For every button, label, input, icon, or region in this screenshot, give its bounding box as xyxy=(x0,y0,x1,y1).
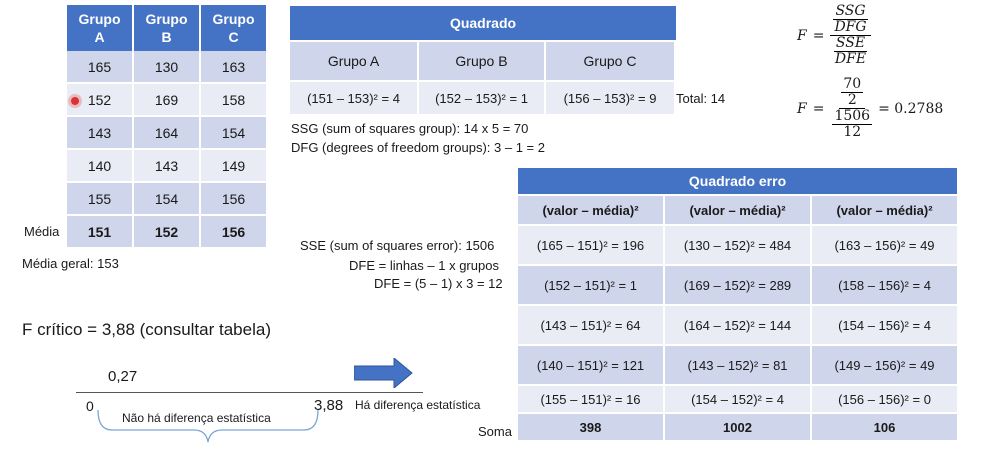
mean-cell: 151 xyxy=(67,216,134,249)
erro-header: (valor – média)² xyxy=(665,194,812,224)
arrow-right-icon xyxy=(354,358,413,388)
equals: = xyxy=(812,100,825,117)
erro-title: Quadrado erro xyxy=(518,168,959,194)
cell: 149 xyxy=(201,150,268,183)
dfe-line-2: DFE = (5 – 1) x 3 = 12 xyxy=(374,276,503,291)
groups-table: Grupo A Grupo B Grupo C 165 130 163 152 … xyxy=(67,5,268,249)
cursor-dot xyxy=(71,97,79,105)
quadrado-title: Quadrado xyxy=(290,6,676,40)
quadrado-value: (151 – 153)² = 4 xyxy=(290,80,419,114)
table-row: 152 169 158 xyxy=(67,84,268,117)
cell: 169 xyxy=(134,84,201,117)
cell: 130 xyxy=(134,51,201,84)
dfe-line-1: DFE = linhas – 1 x grupos xyxy=(349,258,499,273)
sum-row: 398 1002 106 xyxy=(518,412,959,440)
mean-row: 151 152 156 xyxy=(67,216,268,249)
table-row: (140 – 151)² = 121 (143 – 152)² = 81 (14… xyxy=(518,344,959,384)
cell: 143 xyxy=(67,117,134,150)
erro-header: (valor – média)² xyxy=(518,194,665,224)
header-grupo-c: Grupo C xyxy=(546,40,676,80)
cell: 163 xyxy=(201,51,268,84)
header-grupo-c: Grupo C xyxy=(201,5,268,51)
cell: 143 xyxy=(134,150,201,183)
sse-line: SSE (sum of squares error): 1506 xyxy=(300,238,495,253)
diff-label: Há diferença estatística xyxy=(355,398,481,412)
cell: 140 xyxy=(67,150,134,183)
f-symbol: F xyxy=(797,27,807,44)
table-row: (143 – 151)² = 64 (164 – 152)² = 144 (15… xyxy=(518,304,959,344)
cell: 165 xyxy=(67,51,134,84)
cell: 164 xyxy=(134,117,201,150)
cell: 154 xyxy=(134,183,201,216)
cell: 156 xyxy=(201,183,268,216)
mean-label: Média xyxy=(24,224,60,239)
table-row: (152 – 151)² = 1 (169 – 152)² = 289 (158… xyxy=(518,264,959,304)
equals: = xyxy=(812,27,825,44)
erro-header: (valor – média)² xyxy=(812,194,959,224)
f-critico: F crítico = 3,88 (consultar tabela) xyxy=(22,320,271,339)
quadrado-total: Total: 14 xyxy=(676,91,726,106)
f-result: = 0.2788 xyxy=(878,100,944,117)
marker-value: 0,27 xyxy=(108,368,138,385)
cell: 155 xyxy=(67,183,134,216)
header-grupo-b: Grupo B xyxy=(419,40,546,80)
quadrado-value: (156 – 153)² = 9 xyxy=(546,80,676,114)
number-line xyxy=(76,392,423,393)
header-grupo-a: Grupo A xyxy=(67,5,134,51)
ssg-line: SSG (sum of squares group): 14 x 5 = 70 xyxy=(291,121,529,136)
brace-icon xyxy=(97,409,319,443)
table-row: 143 164 154 xyxy=(67,117,268,150)
quadrado-table: Quadrado Grupo A Grupo B Grupo C (151 – … xyxy=(290,6,676,114)
quadrado-erro-table: Quadrado erro (valor – média)² (valor – … xyxy=(518,168,959,440)
dfg-line: DFG (degrees of freedom groups): 3 – 1 =… xyxy=(291,140,545,155)
mean-cell: 156 xyxy=(201,216,268,249)
grand-mean: Média geral: 153 xyxy=(22,256,119,271)
header-grupo-b: Grupo B xyxy=(134,5,201,51)
table-row: 155 154 156 xyxy=(67,183,268,216)
mean-cell: 152 xyxy=(134,216,201,249)
table-row: (165 – 151)² = 196 (130 – 152)² = 484 (1… xyxy=(518,224,959,264)
table-row: 140 143 149 xyxy=(67,150,268,183)
sum-label: Soma xyxy=(478,424,512,439)
header-grupo-a: Grupo A xyxy=(290,40,419,80)
table-row: 165 130 163 xyxy=(67,51,268,84)
f-symbol: F xyxy=(797,100,807,117)
cell: 154 xyxy=(201,117,268,150)
quadrado-value: (152 – 153)² = 1 xyxy=(419,80,546,114)
table-row: (155 – 151)² = 16 (154 – 152)² = 4 (156 … xyxy=(518,384,959,412)
line-start: 0 xyxy=(86,398,94,414)
line-end: 3,88 xyxy=(314,397,344,414)
no-diff-label: Não há diferença estatística xyxy=(122,411,271,425)
cell: 158 xyxy=(201,84,268,117)
